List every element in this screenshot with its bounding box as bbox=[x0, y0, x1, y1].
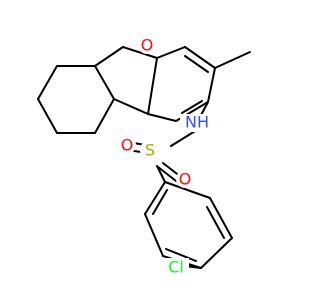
bond bbox=[113, 98, 149, 115]
sulfonyl-oxygen-right: O bbox=[176, 170, 194, 189]
bond bbox=[156, 46, 186, 59]
nh-atom: NH bbox=[180, 113, 214, 132]
bond bbox=[184, 46, 216, 69]
atom-label-O2: O bbox=[179, 170, 192, 189]
bond bbox=[156, 165, 166, 183]
atom-label-Cl: Cl bbox=[168, 258, 184, 277]
bond bbox=[37, 98, 58, 134]
atom-label-NH: NH bbox=[185, 113, 209, 132]
bond bbox=[184, 55, 209, 73]
bond bbox=[165, 248, 197, 262]
atom-label-O1: O bbox=[121, 136, 134, 155]
bond bbox=[144, 213, 164, 257]
bond bbox=[122, 46, 158, 59]
bond bbox=[94, 65, 115, 100]
bond bbox=[94, 98, 115, 134]
sulfonyl-oxygen-left: O bbox=[118, 136, 136, 155]
bond bbox=[200, 237, 233, 269]
bond bbox=[206, 206, 225, 239]
oxygen-atom-furan: O bbox=[138, 36, 156, 55]
sulfur-atom: S bbox=[140, 140, 160, 160]
bond bbox=[37, 65, 58, 100]
atom-label-S: S bbox=[145, 141, 155, 160]
bond bbox=[144, 181, 166, 215]
chlorine-atom: Cl bbox=[163, 258, 189, 277]
bond bbox=[147, 57, 158, 115]
bond bbox=[94, 46, 124, 67]
atom-labels: O NH S O O Cl bbox=[118, 36, 214, 277]
bond bbox=[214, 51, 251, 69]
bond bbox=[181, 100, 203, 114]
bond bbox=[147, 113, 177, 122]
bond bbox=[207, 67, 216, 103]
bond bbox=[152, 189, 168, 215]
bond bbox=[157, 166, 177, 182]
atom-label-O: O bbox=[141, 36, 154, 55]
molecule-structure: O NH S O O Cl bbox=[37, 36, 251, 277]
bond bbox=[209, 197, 233, 239]
bond bbox=[164, 181, 211, 199]
